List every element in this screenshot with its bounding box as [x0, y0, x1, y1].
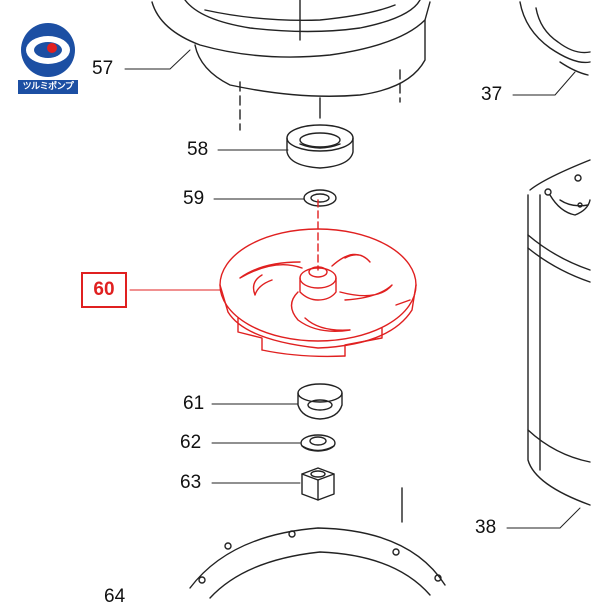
- label-part-37: 37: [481, 84, 503, 105]
- label-part-63: 63: [180, 472, 202, 493]
- label-part-64: 64: [104, 586, 126, 607]
- part-58-oil-seal: [286, 124, 354, 169]
- label-part-57: 57: [92, 58, 114, 79]
- label-part-62: 62: [180, 432, 202, 453]
- label-part-38: 38: [475, 517, 497, 538]
- leader-lines: [124, 49, 581, 529]
- part-59-washer: [303, 189, 337, 207]
- axis-upper: [239, 69, 401, 131]
- part-57-casing: [151, 0, 431, 97]
- tsurumi-logo: ツルミポンプ: [18, 22, 78, 94]
- part-37-o-ring: [519, 1, 591, 76]
- part-61-spacer: [297, 383, 343, 420]
- part-64-bottom-plate: [189, 527, 446, 599]
- part-62-lock-washer: [300, 434, 336, 452]
- part-38-housing: [527, 159, 591, 506]
- label-part-58: 58: [187, 139, 209, 160]
- tsurumi-logo-icon: [21, 23, 75, 77]
- label-part-60-highlighted: 60: [81, 272, 127, 308]
- label-part-61: 61: [183, 393, 205, 414]
- logo-caption: ツルミポンプ: [18, 80, 78, 94]
- part-60-impeller: [129, 199, 417, 358]
- part-63-nut: [301, 467, 335, 501]
- label-part-59: 59: [183, 188, 205, 209]
